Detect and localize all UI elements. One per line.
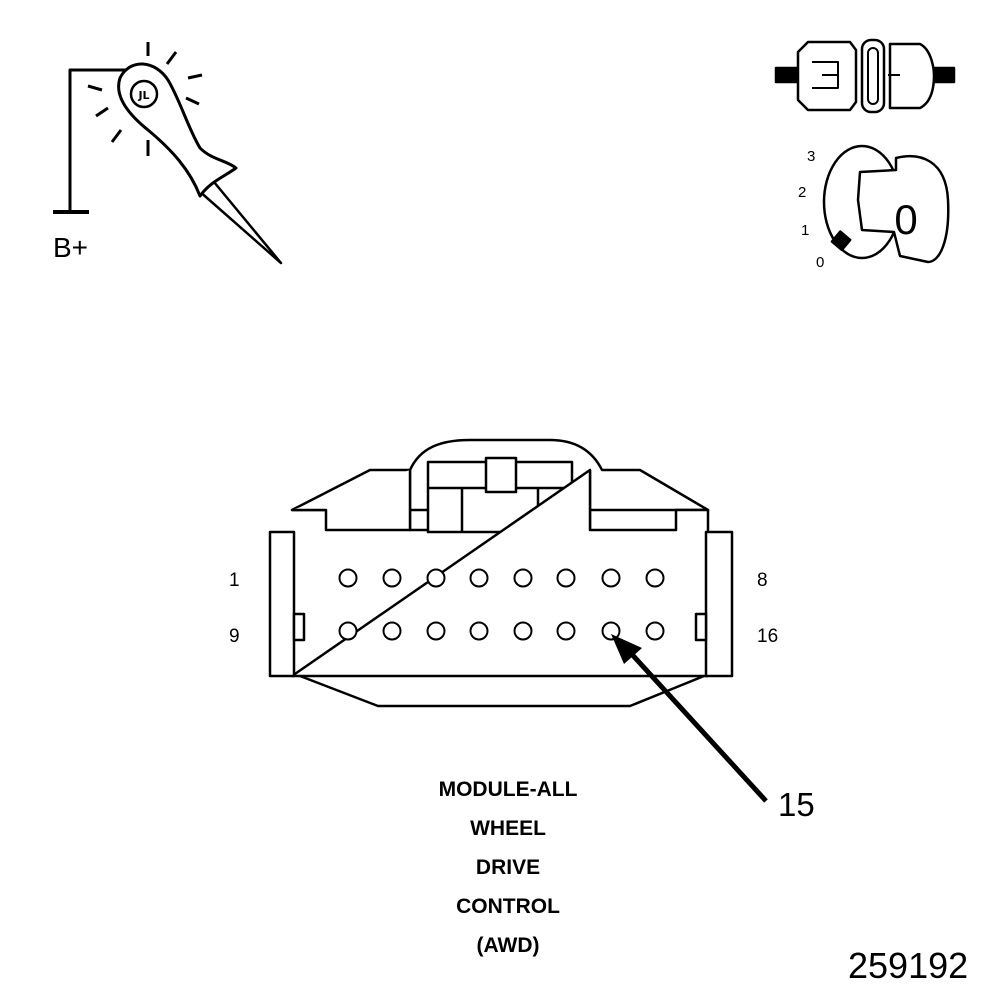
test-light-lead <box>68 68 130 212</box>
probe-tip <box>196 180 283 265</box>
pin-7 <box>601 568 621 588</box>
pin-11 <box>426 621 446 641</box>
pin-5 <box>513 568 533 588</box>
callout-arrow <box>611 634 768 803</box>
connector-title-line-2: WHEEL <box>470 817 546 840</box>
ignition-position-0: 0 <box>816 254 825 271</box>
pin-6 <box>556 568 576 588</box>
pin-3 <box>426 568 446 588</box>
light-rays-icon <box>87 42 203 156</box>
pin-14 <box>556 621 576 641</box>
pin-15 <box>601 621 621 641</box>
pin-label-1: 1 <box>229 570 240 591</box>
connector-title-line-1: MODULE-ALL <box>438 778 578 801</box>
pin-4 <box>469 568 489 588</box>
pin-label-9: 9 <box>229 626 240 647</box>
ignition-key-label: 0 <box>894 196 917 243</box>
figure-id: 259192 <box>848 945 969 986</box>
pin-8 <box>645 568 665 588</box>
pin-label-8: 8 <box>757 570 768 591</box>
callout-label: 15 <box>778 786 815 823</box>
pin-9 <box>338 621 358 641</box>
connector-title-line-3: DRIVE <box>475 856 541 879</box>
ignition-position-1: 1 <box>801 222 810 239</box>
pin-16 <box>645 621 665 641</box>
pin-13 <box>513 621 533 641</box>
ignition-position-3: 3 <box>807 148 816 165</box>
ignition-position-2: 2 <box>798 184 807 201</box>
connector-title-line-4: CONTROL <box>456 895 560 918</box>
connector-disconnect-icon <box>774 38 956 114</box>
b-plus-label: B+ <box>53 232 89 263</box>
pin-2 <box>382 568 402 588</box>
pin-cavities <box>338 568 665 641</box>
connector-skirt <box>299 674 705 708</box>
pin-label-16: 16 <box>757 626 779 647</box>
ignition-pointer <box>830 230 852 252</box>
pin-12 <box>469 621 489 641</box>
pin-10 <box>382 621 402 641</box>
bulb-icon <box>129 79 159 109</box>
connector-title-line-5: (AWD) <box>476 934 540 957</box>
pin-1 <box>338 568 358 588</box>
ignition-switch-icon <box>822 144 950 264</box>
svg-text:JL: JL <box>137 89 149 102</box>
test-light-icon: JL <box>53 42 283 265</box>
